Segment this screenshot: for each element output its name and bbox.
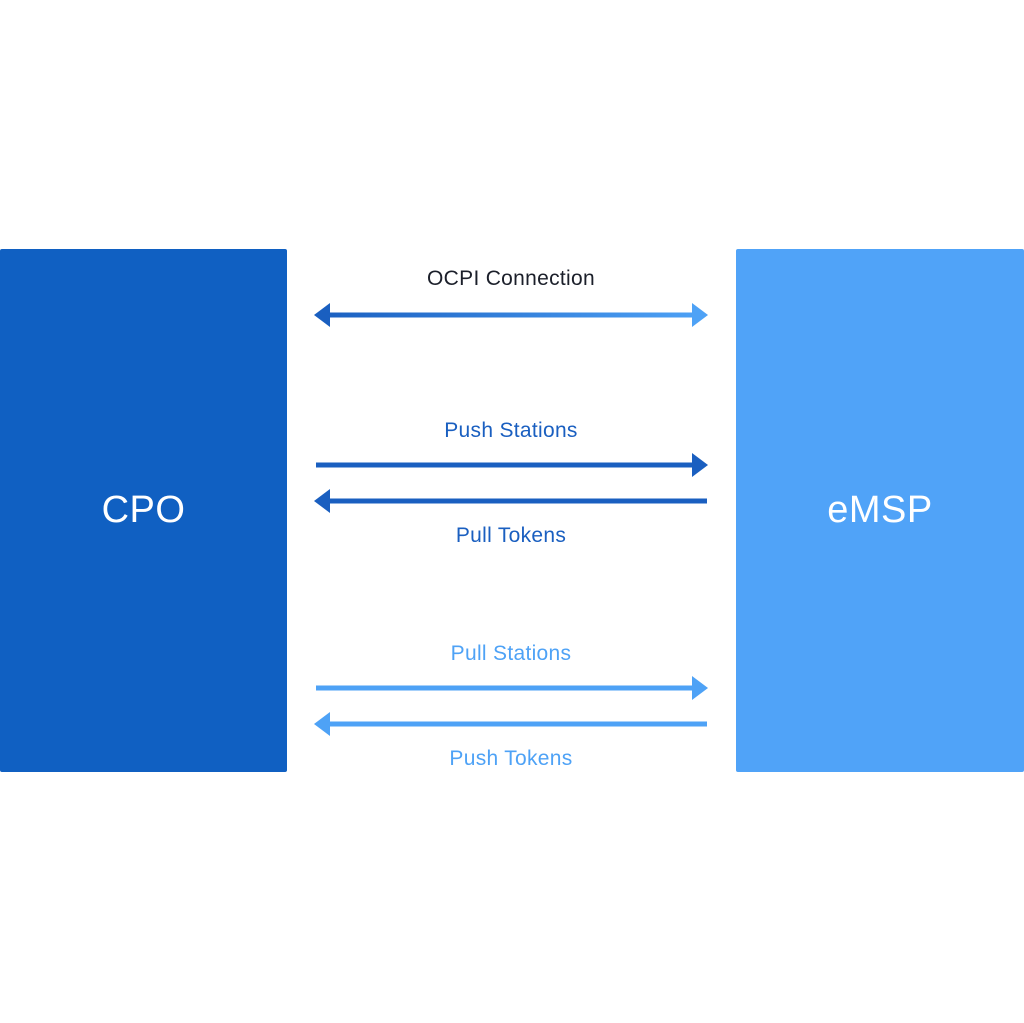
push-tokens-label: Push Tokens bbox=[449, 747, 573, 770]
emsp-label: eMSP bbox=[827, 489, 933, 531]
cpo-node: CPO bbox=[0, 249, 287, 772]
push-stations-label: Push Stations bbox=[444, 419, 578, 442]
pull-tokens-arrow bbox=[314, 489, 707, 513]
pull-tokens-label: Pull Tokens bbox=[455, 524, 567, 547]
pull-stations-label: Pull Stations bbox=[450, 642, 572, 665]
push-stations-arrow bbox=[316, 453, 708, 477]
ocpi-connection-arrow bbox=[314, 303, 708, 327]
pull-stations-arrow bbox=[316, 676, 708, 700]
ocpi-connection-label: OCPI Connection bbox=[427, 267, 595, 290]
cpo-label: CPO bbox=[101, 489, 186, 531]
emsp-node: eMSP bbox=[736, 249, 1024, 772]
push-tokens-arrow bbox=[314, 712, 707, 736]
